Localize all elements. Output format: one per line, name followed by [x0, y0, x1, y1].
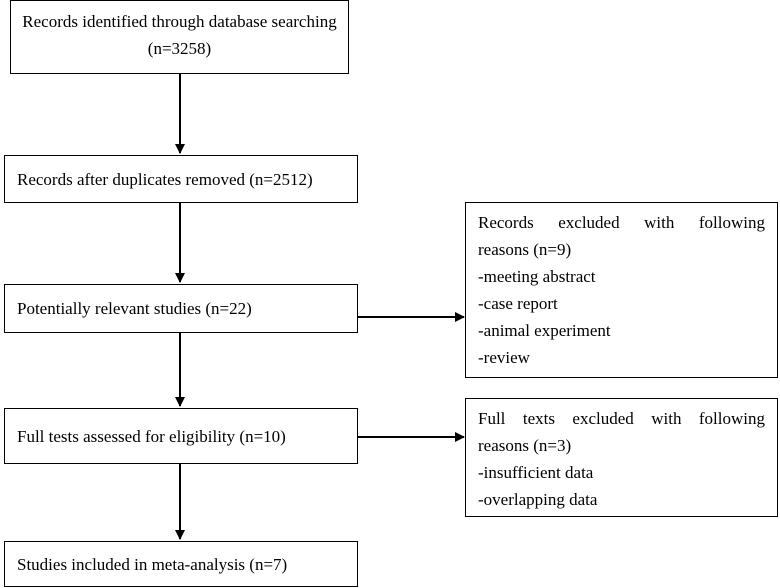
box-duplicates-removed-text: Records after duplicates removed (n=2512… — [17, 169, 313, 189]
box-studies-included-text: Studies included in meta-analysis (n=7) — [17, 554, 288, 574]
box-records-excluded: Records excluded with following reasons … — [465, 202, 778, 378]
records-excluded-reason: -review — [478, 348, 530, 367]
records-excluded-title-line2: reasons (n=9) — [478, 240, 572, 259]
full-texts-excluded-reason: -insufficient data — [478, 463, 594, 482]
box-duplicates-removed: Records after duplicates removed (n=2512… — [4, 155, 358, 203]
full-texts-excluded-title-line2: reasons (n=3) — [478, 436, 572, 455]
full-texts-excluded-title-line1: Full texts excluded with following — [478, 409, 765, 428]
records-excluded-reason: -case report — [478, 294, 558, 313]
box-potentially-relevant-text: Potentially relevant studies (n=22) — [17, 299, 252, 318]
records-excluded-reason: -animal experiment — [478, 321, 611, 340]
full-texts-excluded-reason: -overlapping data — [478, 490, 598, 509]
box-potentially-relevant: Potentially relevant studies (n=22) — [4, 284, 358, 333]
box-full-tests-assessed-text: Full tests assessed for eligibility (n=1… — [17, 426, 286, 446]
records-excluded-title-line1: Records excluded with following — [478, 213, 765, 232]
box-records-identified: Records identified through database sear… — [10, 0, 349, 74]
box-records-identified-text: Records identified through database sear… — [22, 12, 337, 58]
records-excluded-reason: -meeting abstract — [478, 267, 596, 286]
box-studies-included: Studies included in meta-analysis (n=7) — [4, 541, 358, 587]
box-full-texts-excluded: Full texts excluded with following reaso… — [465, 398, 778, 517]
box-full-tests-assessed: Full tests assessed for eligibility (n=1… — [4, 408, 358, 464]
